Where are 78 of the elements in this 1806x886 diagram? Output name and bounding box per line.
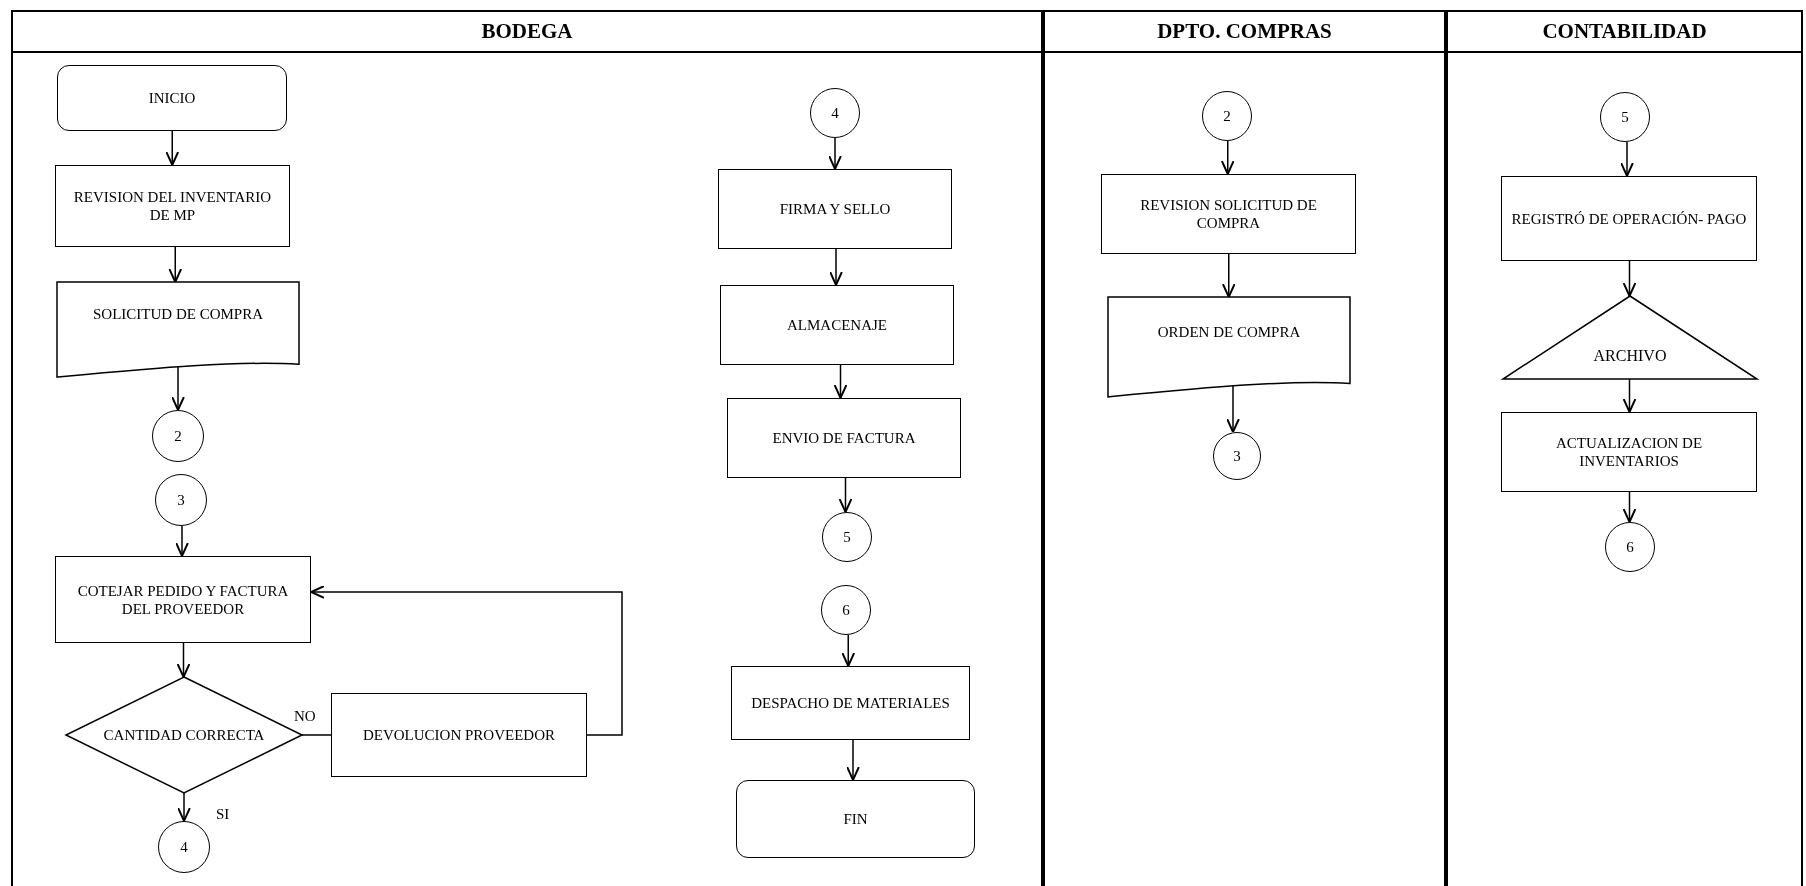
connector-circle [822,512,872,562]
step-label: INICIO [147,89,197,107]
terminator-box [736,780,975,858]
connector-number: 4 [831,104,839,122]
process-box [55,556,311,643]
merge-triangle [1503,296,1757,379]
connector-line [301,734,332,736]
step-label: ORDEN DE COMPRA [1156,322,1302,341]
arrow [171,365,185,411]
connector-circle [155,474,207,526]
document-shape [1108,297,1350,400]
connector-number: 2 [174,427,182,445]
arrow [168,246,183,283]
step-label: CANTIDAD CORRECTA [102,726,266,744]
process-box [720,285,954,365]
connector-number: 4 [180,838,188,856]
step-label: DESPACHO DE MATERIALES [750,694,951,712]
arrow [1620,141,1634,177]
step-label: COTEJAR PEDIDO Y FACTURA DEL PROVEEDOR [76,581,290,618]
lane-heading: CONTABILIDAD [1542,19,1707,44]
step-label: REVISION SOLICITUD DE COMPRA [1139,196,1318,232]
process-box [1501,412,1757,492]
process-box [718,169,952,249]
step-label: DEVOLUCION PROVEEDOR [361,726,557,744]
step-label: ALMACENAJE [786,316,888,334]
arrow [1221,253,1236,298]
arrow [828,137,842,170]
arrow [833,364,848,399]
connector-circle [1202,91,1252,141]
arrow [1220,140,1235,175]
step-label: REVISION DEL INVENTARIO DE MP [72,188,273,224]
process-box [731,666,970,740]
step-label: FIRMA Y SELLO [778,200,892,218]
step-label: FIN [842,810,869,828]
step-label: SOLICITUD DE COMPRA [92,305,264,324]
arrow [1226,384,1240,433]
connector-number: 3 [1233,447,1241,465]
connector-number: 5 [1621,108,1629,126]
connector-circle [810,88,860,138]
connector-circle [821,585,871,635]
connector-number: 2 [1223,107,1231,125]
arrow [177,792,191,822]
arrow [841,634,856,667]
arrow [838,477,853,513]
connector-circle [1213,432,1261,480]
arrow [1622,491,1637,523]
arrow [176,642,191,678]
swimlane [1446,10,1803,886]
process-box [55,165,290,247]
connector-circle [158,821,210,873]
step-label: ENVIO DE FACTURA [771,429,917,447]
arrow [846,739,860,781]
document-shape [57,282,299,380]
swimlane [1043,10,1446,886]
process-box [1101,174,1356,254]
connector-number: 6 [842,601,850,619]
arrow [1622,260,1637,297]
step-label: REGISTRÓ DE OPERACIÓN- PAGO [1510,209,1748,228]
lane-heading: BODEGA [481,19,573,44]
swimlane [11,10,1043,886]
connector-circle [1605,522,1655,572]
connector-number: 6 [1626,538,1634,556]
arrow [175,525,189,557]
connector-circle [1600,92,1650,142]
arrow [310,585,623,736]
arrow [165,130,180,166]
connector-number: 3 [177,491,185,509]
lane-heading: DPTO. COMPRAS [1157,19,1332,44]
step-label: ACTUALIZACION DE INVENTARIOS [1554,434,1704,470]
arrow [829,248,843,286]
connector-number: 5 [843,528,851,546]
process-box [331,693,587,777]
process-box [1501,176,1757,261]
connector-circle [152,410,204,462]
terminator-box [57,65,287,131]
step-label: ARCHIVO [1592,345,1668,365]
arrow [1622,378,1637,413]
process-box [727,398,961,478]
